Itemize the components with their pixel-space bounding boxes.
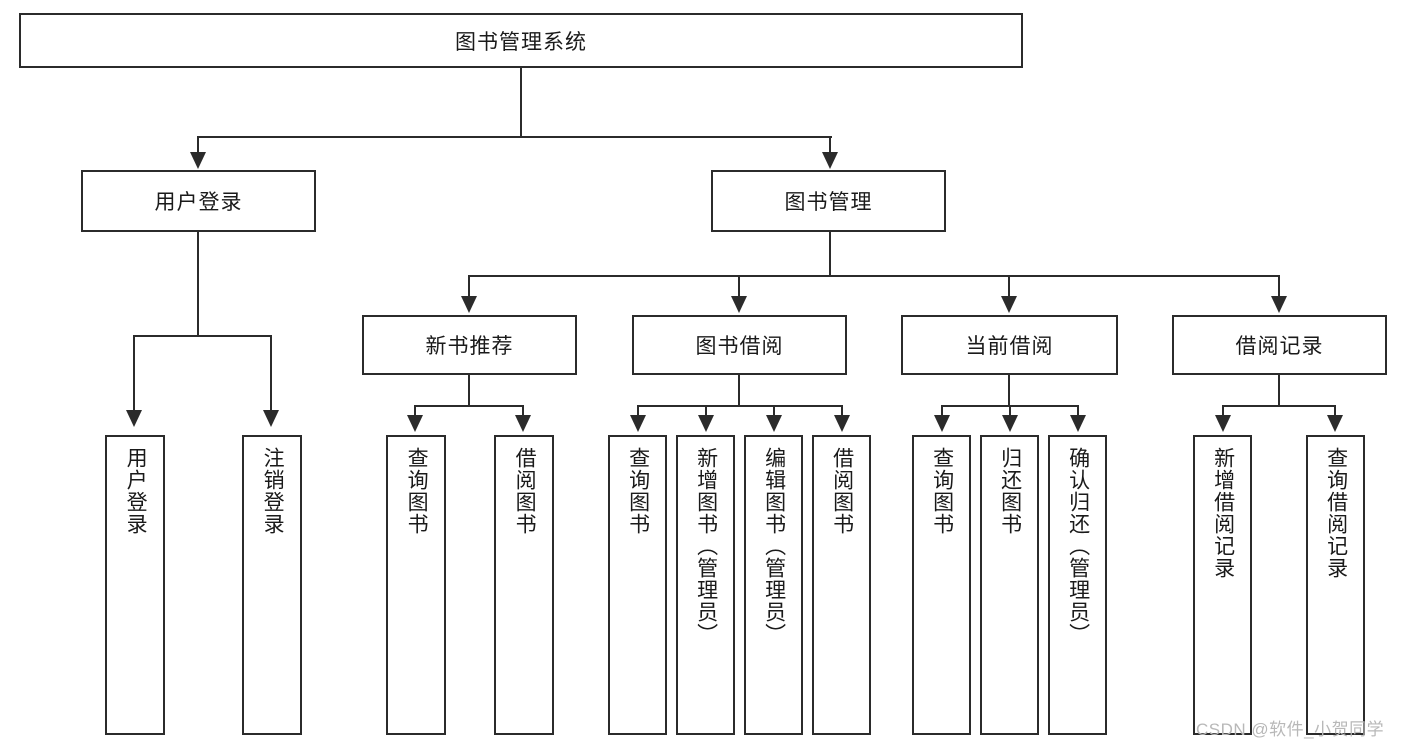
leaf-label: 新增图书（管理员）	[694, 447, 718, 645]
arrowhead-leaf-add-book	[698, 415, 714, 432]
leaf-label: 查询借阅记录	[1324, 447, 1348, 579]
node-label: 图书管理系统	[455, 30, 587, 54]
connector-level3-bus	[468, 275, 1280, 277]
connector-book-borrow-child-3	[773, 405, 775, 418]
leaf-label: 确认归还（管理员）	[1066, 447, 1090, 645]
arrowhead-leaf-borrow-book-a	[515, 415, 531, 432]
leaf-label: 用户登录	[124, 447, 148, 535]
leaf-label: 新增借阅记录	[1211, 447, 1235, 579]
connector-book-borrow-bus	[637, 405, 842, 407]
connector-new-book-child-1	[414, 405, 416, 418]
connector-new-book-stem	[468, 375, 470, 407]
arrowhead-user-login	[190, 152, 206, 169]
arrowhead-leaf-add-record	[1215, 415, 1231, 432]
node-new-book-recommend[interactable]: 新书推荐	[362, 315, 577, 375]
connector-book-borrow-child-1	[637, 405, 639, 418]
connector-root-to-user-login	[197, 136, 199, 157]
connector-to-book-borrow	[738, 275, 740, 302]
leaf-label: 查询图书	[930, 447, 954, 535]
leaf-query-book-recommend[interactable]: 查询图书	[386, 435, 446, 735]
arrowhead-leaf-return-book	[1002, 415, 1018, 432]
leaf-label: 查询图书	[626, 447, 650, 535]
leaf-add-borrow-record[interactable]: 新增借阅记录	[1193, 435, 1252, 735]
leaf-borrow-book-recommend[interactable]: 借阅图书	[494, 435, 554, 735]
leaf-query-book-borrow[interactable]: 查询图书	[608, 435, 667, 735]
connector-to-new-book	[468, 275, 470, 302]
arrowhead-book-borrow	[731, 296, 747, 313]
arrowhead-book-management	[822, 152, 838, 169]
connector-root-to-book-management	[829, 136, 831, 157]
node-current-borrow[interactable]: 当前借阅	[901, 315, 1118, 375]
connector-borrow-record-child-1	[1222, 405, 1224, 418]
arrowhead-new-book-recommend	[461, 296, 477, 313]
leaf-label: 借阅图书	[513, 447, 537, 535]
node-label: 用户登录	[154, 191, 243, 214]
connector-root-stem	[520, 68, 522, 137]
node-label: 新书推荐	[425, 335, 514, 358]
csdn-watermark: CSDN @软件_小贺同学	[1196, 720, 1385, 739]
connector-book-borrow-child-4	[841, 405, 843, 418]
node-book-management[interactable]: 图书管理	[711, 170, 946, 232]
leaf-logout[interactable]: 注销登录	[242, 435, 302, 735]
connector-new-book-child-2	[522, 405, 524, 418]
leaf-query-borrow-record[interactable]: 查询借阅记录	[1306, 435, 1365, 735]
leaf-label: 注销登录	[261, 447, 285, 535]
leaf-label: 归还图书	[998, 447, 1022, 535]
connector-current-borrow-child-3	[1077, 405, 1079, 418]
arrowhead-leaf-confirm-return	[1070, 415, 1086, 432]
arrowhead-current-borrow	[1001, 296, 1017, 313]
connector-current-borrow-stem	[1008, 375, 1010, 407]
connector-new-book-bus	[414, 405, 524, 407]
node-user-login[interactable]: 用户登录	[81, 170, 316, 232]
connector-book-borrow-child-2	[705, 405, 707, 418]
leaf-edit-book-admin[interactable]: 编辑图书（管理员）	[744, 435, 803, 735]
connector-to-current-borrow	[1008, 275, 1010, 302]
arrowhead-leaf-query-book-a	[407, 415, 423, 432]
node-label: 当前借阅	[965, 335, 1054, 358]
node-borrow-record[interactable]: 借阅记录	[1172, 315, 1387, 375]
arrowhead-leaf-query-book-c	[934, 415, 950, 432]
connector-book-management-stem	[829, 232, 831, 277]
leaf-add-book-admin[interactable]: 新增图书（管理员）	[676, 435, 735, 735]
connector-book-borrow-stem	[738, 375, 740, 407]
node-book-borrow[interactable]: 图书借阅	[632, 315, 847, 375]
node-book-management-system[interactable]: 图书管理系统	[19, 13, 1023, 68]
leaf-label: 借阅图书	[830, 447, 854, 535]
connector-root-bus	[198, 136, 832, 138]
connector-user-login-bus	[133, 335, 272, 337]
leaf-label: 编辑图书（管理员）	[762, 447, 786, 645]
arrowhead-leaf-edit-book	[766, 415, 782, 432]
arrowhead-leaf-query-book-b	[630, 415, 646, 432]
arrowhead-borrow-record	[1271, 296, 1287, 313]
connector-borrow-record-stem	[1278, 375, 1280, 407]
leaf-user-login[interactable]: 用户登录	[105, 435, 165, 735]
arrowhead-leaf-query-record	[1327, 415, 1343, 432]
connector-current-borrow-child-1	[941, 405, 943, 418]
node-label: 图书借阅	[695, 335, 784, 358]
arrowhead-leaf-logout	[263, 410, 279, 427]
leaf-confirm-return-admin[interactable]: 确认归还（管理员）	[1048, 435, 1107, 735]
node-label: 图书管理	[784, 191, 873, 214]
arrowhead-leaf-user-login	[126, 410, 142, 427]
connector-to-borrow-record	[1278, 275, 1280, 302]
arrowhead-leaf-borrow-book-b	[834, 415, 850, 432]
node-label: 借阅记录	[1235, 335, 1324, 358]
connector-user-login-child-2	[270, 335, 272, 413]
connector-user-login-stem	[197, 232, 199, 337]
leaf-borrow-book[interactable]: 借阅图书	[812, 435, 871, 735]
connector-borrow-record-bus	[1222, 405, 1336, 407]
leaf-return-book[interactable]: 归还图书	[980, 435, 1039, 735]
connector-user-login-child-1	[133, 335, 135, 413]
leaf-query-book-current[interactable]: 查询图书	[912, 435, 971, 735]
leaf-label: 查询图书	[405, 447, 429, 535]
connector-current-borrow-child-2	[1009, 405, 1011, 418]
connector-borrow-record-child-2	[1334, 405, 1336, 418]
